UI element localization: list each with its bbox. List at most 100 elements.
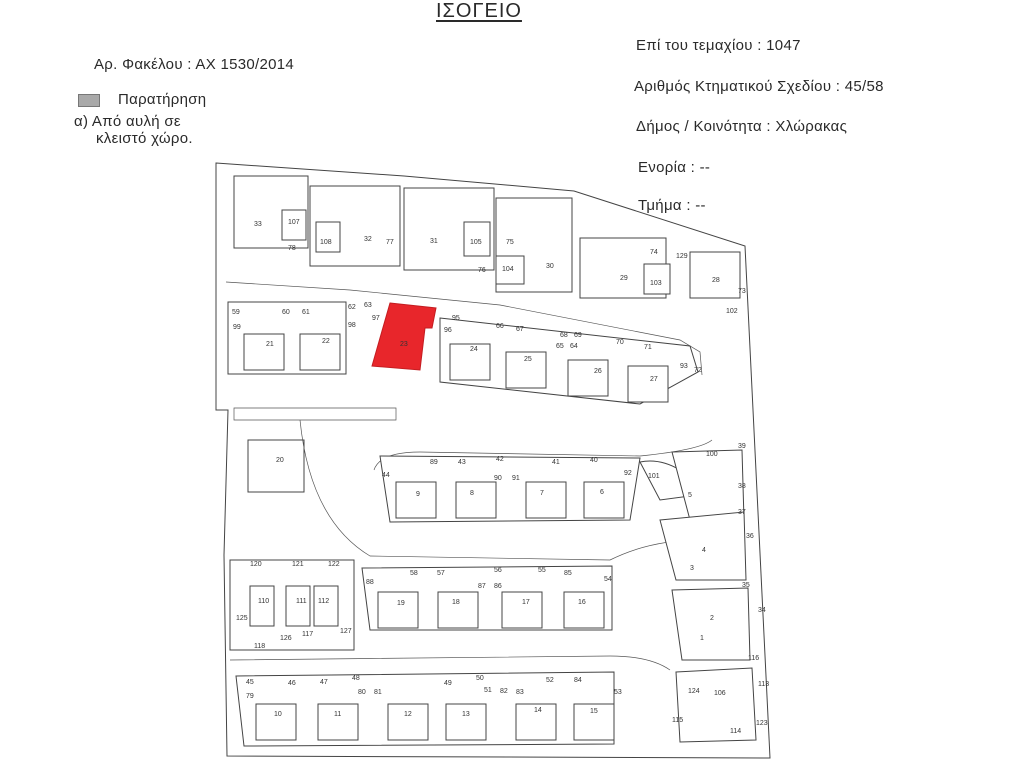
unit-label: 107 [288, 219, 300, 226]
unit-label: 117 [302, 631, 313, 638]
unit-label: 12 [404, 711, 412, 718]
unit-label: 101 [648, 473, 660, 480]
unit-label: 30 [546, 263, 554, 270]
parcel-info: Επί του τεμαχίου : 1047 [636, 37, 801, 54]
unit-label: 88 [366, 579, 374, 586]
unit-label: 80 [358, 689, 366, 696]
unit-label: 78 [288, 245, 296, 252]
row3-buildings [379, 449, 745, 523]
unit-label: 16 [578, 599, 586, 606]
unit-label: 68 [560, 332, 568, 339]
unit-label: 60 [282, 309, 290, 316]
unit-label: 41 [552, 459, 560, 466]
unit-label: 20 [276, 457, 284, 464]
unit-label: 17 [522, 599, 530, 606]
unit-label: 48 [352, 675, 360, 682]
unit-label: 125 [236, 615, 248, 622]
unit-label: 118 [254, 643, 265, 650]
row5-buildings [235, 671, 615, 747]
unit-label: 82 [500, 688, 508, 695]
unit-label: 7 [540, 490, 544, 497]
unit-label: 31 [430, 238, 438, 245]
unit-label: 39 [738, 443, 746, 450]
unit-label: 36 [746, 533, 754, 540]
unit-label: 38 [738, 483, 746, 490]
unit-label: 86 [494, 583, 502, 590]
unit-label: 129 [676, 253, 688, 260]
unit-label: 45 [246, 679, 254, 686]
file-number: Αρ. Φακέλου : ΑΧ 1530/2014 [94, 56, 295, 73]
unit-label: 56 [494, 567, 502, 574]
unit-label: 18 [452, 599, 460, 606]
unit-label: 85 [564, 570, 572, 577]
unit-label: 47 [320, 679, 328, 686]
unit-label: 54 [604, 576, 612, 583]
unit-label: 121 [292, 561, 304, 568]
upper-road-edge [225, 281, 703, 376]
unit-label: 49 [444, 680, 452, 687]
unit-label: 83 [516, 689, 524, 696]
unit-label: 97 [372, 315, 380, 322]
unit-label: 122 [328, 561, 340, 568]
unit-label: 89 [430, 459, 438, 466]
cadastral-plan-info: Αριθμός Κτηματικού Σχεδίου : 45/58 [634, 78, 884, 95]
unit-label: 113 [758, 681, 769, 688]
unit-label: 3 [690, 565, 694, 572]
unit-label: 70 [616, 339, 624, 346]
unit-label: 127 [340, 628, 352, 635]
legend-note-line2: κλειστό χώρο. [96, 130, 193, 147]
unit-label: 124 [688, 688, 700, 695]
unit-label: 65 [556, 343, 564, 350]
unit-label: 102 [726, 308, 738, 315]
unit-label: 67 [516, 326, 524, 333]
unit-label: 42 [496, 456, 504, 463]
right-side-buildings [659, 511, 757, 743]
page-title: ΙΣΟΓΕΙΟ [436, 0, 522, 22]
unit-label: 93 [680, 363, 688, 370]
unit-label: 32 [364, 236, 372, 243]
unit-label: 24 [470, 346, 478, 353]
unit-label: 99 [233, 324, 241, 331]
unit-label: 8 [470, 490, 474, 497]
unit-label: 13 [462, 711, 470, 718]
unit-label: 126 [280, 635, 292, 642]
highlighted-unit-label: 23 [400, 341, 408, 348]
unit-label: 14 [534, 707, 542, 714]
unit-label: 98 [348, 322, 356, 329]
unit-label: 40 [590, 457, 598, 464]
unit-label: 11 [334, 711, 341, 718]
unit-label: 108 [320, 239, 332, 246]
unit-label: 35 [742, 582, 750, 589]
unit-label: 19 [397, 600, 405, 607]
municipality-info: Δήμος / Κοινότητα : Χλώρακας [636, 118, 848, 135]
block-info: Τμήμα : -- [638, 197, 706, 214]
unit-label: 91 [512, 475, 520, 482]
unit-label: 123 [756, 720, 768, 727]
unit-label: 43 [458, 459, 466, 466]
unit-label: 116 [748, 655, 759, 662]
unit-label: 55 [538, 567, 546, 574]
unit-label: 10 [274, 711, 282, 718]
unit-label: 74 [650, 249, 658, 256]
neighborhood-info: Ενορία : -- [638, 159, 711, 176]
unit-label: 59 [232, 309, 240, 316]
unit-label: 76 [478, 267, 486, 274]
unit-label: 1 [700, 635, 704, 642]
unit-label: 104 [502, 266, 514, 273]
unit-label: 112 [318, 598, 329, 605]
unit-label: 106 [714, 690, 726, 697]
unit-label: 37 [738, 509, 746, 516]
unit-label: 15 [590, 708, 598, 715]
legend-note-line1: α) Από αυλή σε [74, 113, 181, 130]
unit-label: 50 [476, 675, 484, 682]
unit-label: 79 [246, 693, 254, 700]
unit-label: 103 [650, 280, 662, 287]
unit-label: 52 [546, 677, 554, 684]
unit-label: 87 [478, 583, 486, 590]
unit-label: 100 [706, 451, 718, 458]
unit-label: 95 [452, 315, 460, 322]
unit-label: 63 [364, 302, 372, 309]
unit-label: 26 [594, 368, 602, 375]
unit-label: 57 [437, 570, 445, 577]
unit-label: 6 [600, 489, 604, 496]
